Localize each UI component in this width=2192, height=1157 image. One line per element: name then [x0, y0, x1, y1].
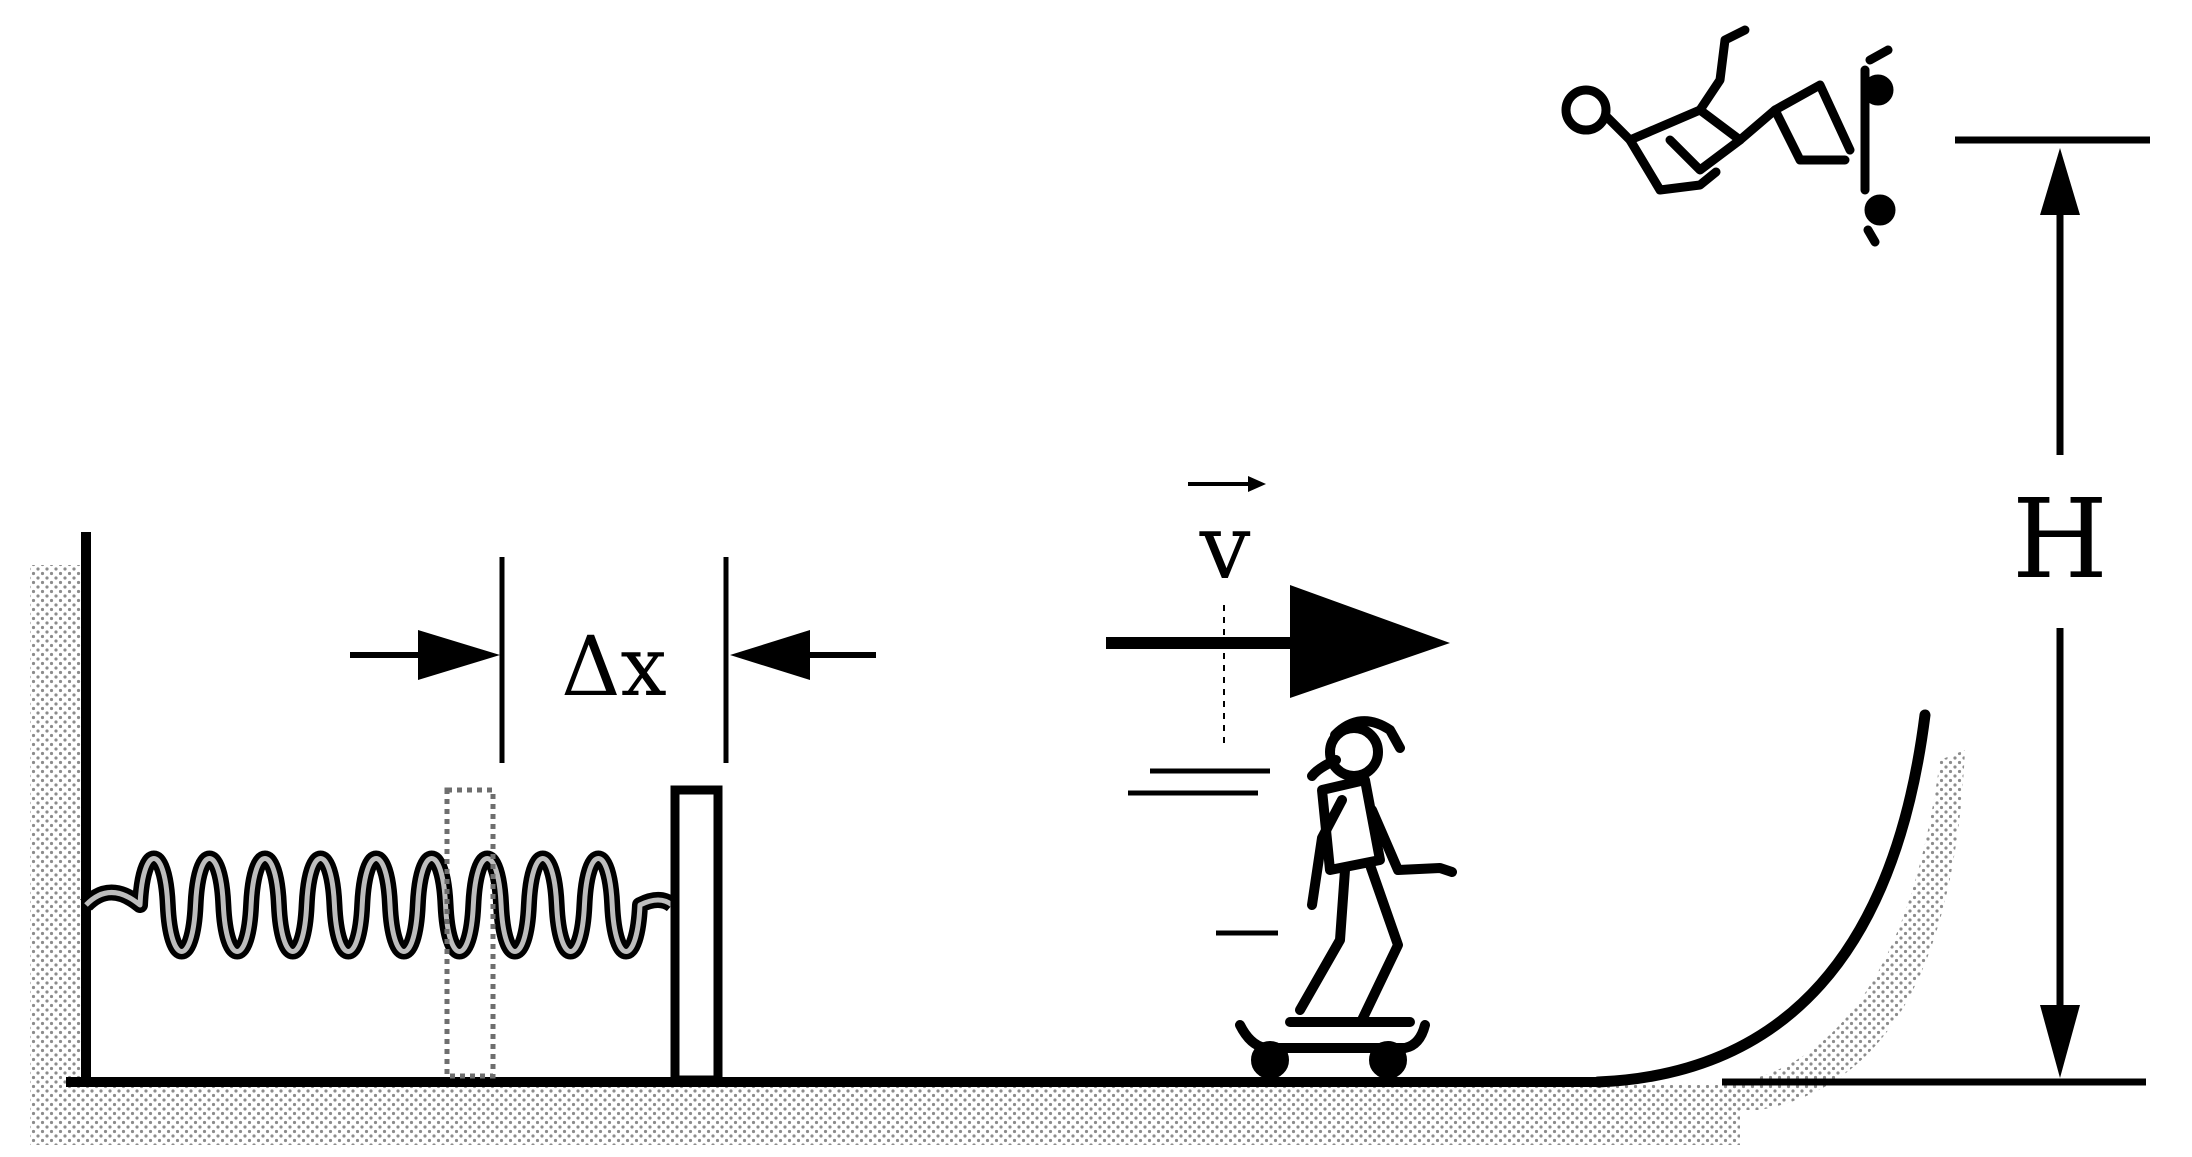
- delta-x-dimension: Δx: [350, 557, 876, 763]
- velocity-arrow: v: [1106, 476, 1450, 745]
- block-equilibrium-outline: [444, 787, 496, 1079]
- spring: [80, 850, 678, 960]
- ground-shading: [30, 565, 1965, 1145]
- spring-coil-inner: [84, 856, 674, 954]
- velocity-label: v: [1199, 495, 1251, 600]
- delta-x-label: Δx: [561, 620, 666, 715]
- height-label: H: [2012, 475, 2108, 603]
- motion-lines: [1128, 768, 1278, 936]
- skateboarder-icon: [1235, 716, 1457, 1079]
- height-dimension: H: [1955, 136, 2150, 1078]
- airborne-skateboarder-icon: [1561, 25, 1896, 247]
- curved-ramp: [1592, 709, 1931, 1088]
- block: [670, 785, 723, 1085]
